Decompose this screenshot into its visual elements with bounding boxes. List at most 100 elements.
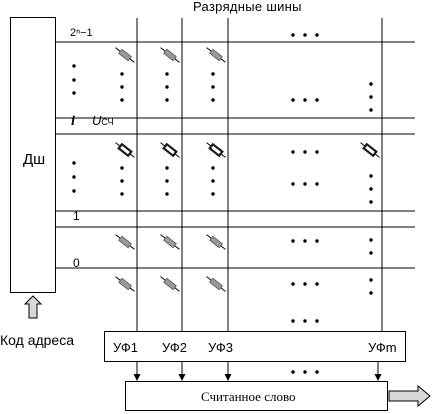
cell-r2-c1 xyxy=(160,234,180,250)
dots-rows-lower-dot-0 xyxy=(72,161,76,165)
address-label: Код адреса xyxy=(0,332,75,348)
cell-r1-c2 xyxy=(206,142,226,158)
dots-middle-0-dot-2 xyxy=(315,33,319,37)
amplifier-uf1: УФ1 xyxy=(113,340,138,355)
dots-middle-6 xyxy=(291,319,319,323)
dots-col1-lower-dot-2 xyxy=(165,192,169,196)
dots-middle-4-dot-0 xyxy=(291,239,295,243)
row-voltage-label: UСЧ xyxy=(92,114,114,127)
output-arrow xyxy=(388,384,431,408)
cell-r1-c3-body xyxy=(362,142,378,158)
dots-middle-6-dot-2 xyxy=(315,319,319,323)
cell-r0-c2 xyxy=(206,47,226,63)
read-arrow-3 xyxy=(374,362,382,381)
dots-col0-lower-dot-0 xyxy=(120,166,124,170)
dots-middle-3 xyxy=(291,182,319,186)
output-arrow-shape xyxy=(388,384,431,408)
dots-col1-lower xyxy=(165,166,169,196)
dots-middle-6-dot-1 xyxy=(303,319,307,323)
amplifier-uf2: УФ2 xyxy=(162,340,187,355)
read-arrow-2-head xyxy=(224,374,232,381)
dots-col1-lower-dot-0 xyxy=(165,166,169,170)
row-voltage-main: U xyxy=(92,113,102,128)
cell-r0-c0-body xyxy=(118,48,132,62)
address-arrow xyxy=(23,295,43,319)
dots-col0-upper xyxy=(120,72,124,102)
dots-col1-upper xyxy=(165,72,169,102)
dots-colm-row1-dot-1 xyxy=(369,251,373,255)
dots-colm-row0-dot-0 xyxy=(369,278,373,282)
read-arrow-0-head xyxy=(133,374,141,381)
read-arrow-0 xyxy=(133,362,141,381)
dots-col2-lower-dot-1 xyxy=(211,179,215,183)
dots-middle-3-dot-0 xyxy=(291,182,295,186)
dots-middle-0-dot-1 xyxy=(303,33,307,37)
ellipsis-dots xyxy=(72,33,373,374)
dots-rows-upper xyxy=(72,64,76,95)
row-label-zero: 0 xyxy=(73,256,80,270)
dots-rows-upper-dot-2 xyxy=(72,91,76,95)
dots-col0-upper-dot-1 xyxy=(120,85,124,89)
diagram-title: Разрядные шины xyxy=(193,0,302,14)
dots-rows-lower-dot-2 xyxy=(72,189,76,193)
row-index-i: i xyxy=(71,114,75,129)
dots-colm-lower-dot-2 xyxy=(369,200,373,204)
dots-middle-2 xyxy=(291,150,319,154)
dots-rows-lower-dot-1 xyxy=(72,175,76,179)
dots-middle-5-dot-2 xyxy=(315,282,319,286)
dots-colm-upper-dot-1 xyxy=(369,95,373,99)
dots-middle-5 xyxy=(291,282,319,286)
decoder-block: Дш xyxy=(10,17,56,293)
matrix-grid xyxy=(56,18,415,331)
dots-col1-upper-dot-2 xyxy=(165,98,169,102)
dots-colm-lower-dot-1 xyxy=(369,187,373,191)
output-word-block: Считанное слово xyxy=(125,381,388,411)
cell-r2-c0-body xyxy=(118,235,132,249)
dots-middle-1-dot-1 xyxy=(303,98,307,102)
dots-middle-4-dot-1 xyxy=(303,239,307,243)
dots-middle-4 xyxy=(291,239,319,243)
dots-col2-upper xyxy=(211,72,215,102)
cell-r3-c2 xyxy=(206,276,226,292)
dots-middle-1 xyxy=(291,98,319,102)
dots-colm-lower-dot-0 xyxy=(369,174,373,178)
cell-r3-c0 xyxy=(115,276,135,292)
dots-col1-lower-dot-1 xyxy=(165,179,169,183)
decoder-label: Дш xyxy=(23,151,46,168)
dots-colm-row1-dot-0 xyxy=(369,238,373,242)
dots-col0-lower-dot-2 xyxy=(120,192,124,196)
address-arrow-shape xyxy=(23,295,43,319)
dots-col0-lower xyxy=(120,166,124,196)
dots-middle-0 xyxy=(291,33,319,37)
dots-middle-8 xyxy=(291,370,319,374)
dots-middle-8-dot-2 xyxy=(315,370,319,374)
cell-r3-c1-body xyxy=(163,277,177,291)
dots-colm-row0-dot-1 xyxy=(369,291,373,295)
dots-col2-lower-dot-2 xyxy=(211,192,215,196)
row-label-one: 1 xyxy=(73,209,80,223)
dots-middle-1-dot-2 xyxy=(315,98,319,102)
memory-cells xyxy=(115,47,380,292)
dots-middle-5-dot-0 xyxy=(291,282,295,286)
cell-r0-c1 xyxy=(160,47,180,63)
dots-colm-lower xyxy=(369,174,373,204)
cell-r0-c2-body xyxy=(209,48,223,62)
dots-middle-8-dot-1 xyxy=(303,370,307,374)
dots-middle-3-dot-2 xyxy=(315,182,319,186)
amplifier-ufm: УФm xyxy=(368,340,397,355)
cell-r0-c0 xyxy=(115,47,135,63)
dots-col0-upper-dot-0 xyxy=(120,72,124,76)
row-label-top: 2ⁿ−1 xyxy=(70,27,93,39)
cell-r0-c1-body xyxy=(163,48,177,62)
dots-colm-upper xyxy=(369,82,373,112)
dots-middle-2-dot-2 xyxy=(315,150,319,154)
cell-r1-c2-body xyxy=(208,142,224,158)
cell-r2-c1-body xyxy=(163,235,177,249)
cell-r3-c1 xyxy=(160,276,180,292)
amplifier-uf3: УФ3 xyxy=(208,340,233,355)
arrows xyxy=(23,295,431,408)
dots-middle-0-dot-0 xyxy=(291,33,295,37)
read-arrow-1 xyxy=(178,362,186,381)
dots-middle-5-dot-1 xyxy=(303,282,307,286)
